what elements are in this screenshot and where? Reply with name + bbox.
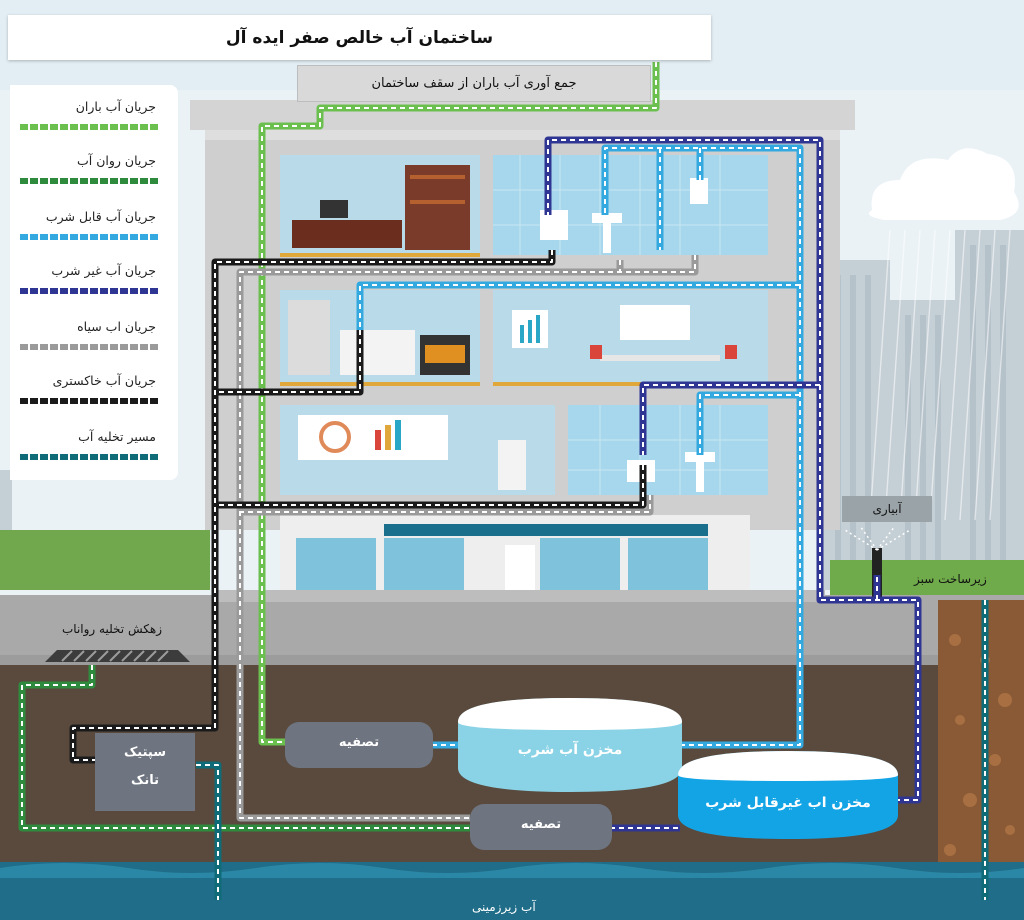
legend-label: جریان آب باران	[75, 99, 156, 114]
legend-label: مسیر تخلیه آب	[78, 429, 156, 444]
filter-bottom-label: تصفیه	[520, 817, 562, 832]
drain-label: زهکش تخلیه رواناب	[62, 622, 163, 636]
greywater-pipe	[69, 250, 647, 764]
roof-collection-box: جمع آوری آب باران از سقف ساختمان	[297, 65, 651, 102]
legend-swatch	[20, 344, 158, 350]
septic-label-1: سپتیک	[123, 745, 166, 760]
legend: جریان آب باران جریان روان آب جریان آب قا…	[10, 85, 178, 480]
legend-swatch	[20, 288, 158, 294]
pipe-network	[18, 62, 989, 900]
legend-swatch	[20, 234, 158, 240]
legend-swatch	[20, 398, 158, 404]
nonpotable-tank-label: مخزن اب غیرقابل شرب	[705, 795, 871, 811]
potable-pipe	[356, 144, 804, 749]
nonpotable-tank	[678, 751, 898, 839]
roof-collection-label: جمع آوری آب باران از سقف ساختمان	[371, 76, 577, 91]
rainwater-pipe	[258, 62, 660, 746]
irrigation-label: آبیاری	[842, 496, 932, 522]
legend-swatch	[20, 454, 158, 460]
diagram-title-box: ساختمان آب خالص صفر ایده آل	[8, 15, 711, 60]
legend-label: جریان اب سیاه	[77, 319, 156, 334]
potable-tank-label: مخزن آب شرب	[517, 742, 623, 758]
potable-tank	[458, 698, 682, 792]
drain-grate-icon	[45, 650, 190, 662]
filter-top-label: تصفیه	[338, 735, 380, 750]
blackwater-pipe	[236, 255, 699, 822]
filter-top	[285, 722, 433, 768]
nonpotable-pipe	[544, 136, 922, 832]
filter-bottom	[470, 804, 612, 850]
runoff-pipe	[18, 665, 470, 832]
legend-label: جریان آب خاکستری	[52, 373, 156, 388]
septic-tank	[95, 733, 195, 811]
sprinkler-icon	[844, 525, 911, 598]
legend-label: جریان آب قابل شرب	[45, 209, 156, 224]
discharge-pipe	[196, 600, 989, 900]
legend-swatch	[20, 124, 158, 130]
office-furniture	[288, 165, 737, 492]
legend-label: جریان آب غیر شرب	[51, 263, 156, 278]
septic-label-2: تانک	[131, 773, 159, 788]
groundwater-label: آب زیرزمینی	[472, 900, 536, 914]
rain-cloud-icon	[868, 148, 1019, 521]
legend-label: جریان روان آب	[76, 153, 156, 168]
diagram-title: ساختمان آب خالص صفر ایده آل	[225, 27, 494, 48]
legend-swatch	[20, 178, 158, 184]
green-infra-label: زیرساخت سبز	[914, 572, 987, 586]
